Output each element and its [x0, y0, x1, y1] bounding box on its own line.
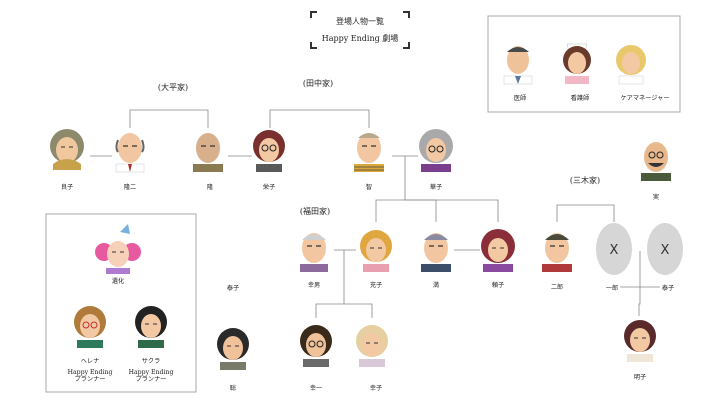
- name-eiko: 栄子: [263, 183, 275, 191]
- care-manager-icon: [616, 45, 646, 84]
- staff-name-care-manager: ケアマネージャー: [620, 95, 669, 102]
- name-yoriko: 頼子: [492, 281, 504, 289]
- name-taiko-right: 泰子: [662, 284, 674, 292]
- panel-sub-helena-1: Happy Ending: [68, 369, 113, 376]
- avatar-mitsuru: [421, 233, 451, 272]
- name-sachiko: 幸子: [370, 384, 382, 392]
- avatar-hanako: [419, 129, 453, 172]
- title-card: 登場人物一覧 Happy Ending 劇場: [311, 12, 409, 48]
- name-satoru: 聡: [230, 384, 236, 392]
- name-mitsuko: 充子: [370, 281, 382, 289]
- name-kouji: 幸男: [308, 281, 320, 289]
- doctor-icon: [504, 46, 532, 84]
- panel-name-sakura: サクラ: [142, 358, 161, 365]
- name-koichi: 幸一: [310, 384, 322, 392]
- name-taiko-left: 泰子: [227, 284, 239, 292]
- placeholder-mark-taiko: X: [661, 243, 670, 258]
- family-label-miki: (三木家): [570, 175, 600, 185]
- panel-sub-helena-2: プランナー: [75, 376, 106, 383]
- sakura-icon: [135, 306, 167, 348]
- avatar-mitsuko: [360, 230, 392, 272]
- avatar-takashi: [193, 133, 223, 172]
- name-akiko: 明子: [634, 374, 646, 381]
- name-hanako: 華子: [430, 183, 442, 191]
- name-yoshiko: 良子: [61, 183, 73, 191]
- avatar-yoriko: [481, 229, 515, 272]
- name-ichiro: 一郎: [606, 284, 618, 292]
- avatar-satoshi: [354, 133, 384, 172]
- staff-name-nurse: 看護師: [571, 94, 590, 102]
- name-satoshi: 智: [366, 183, 372, 191]
- planner-panel: [46, 214, 196, 392]
- nurse-icon: [563, 44, 591, 84]
- avatar-yoshiko: [50, 129, 84, 170]
- panel-sub-sakura-2: プランナー: [136, 376, 167, 383]
- title-line-2: Happy Ending 劇場: [322, 33, 399, 43]
- placeholder-mark-ichiro: X: [610, 243, 619, 258]
- avatar-ryuji: [116, 133, 144, 172]
- family-label-ohira: (大平家): [158, 82, 188, 92]
- avatar-minoru: [641, 142, 671, 181]
- panel-sub-sakura-1: Happy Ending: [129, 369, 174, 376]
- name-mitsuru: 満: [433, 281, 439, 289]
- panel-name-helena: ヘレナ: [81, 358, 100, 365]
- avatar-satoru: [217, 328, 249, 370]
- avatar-jiro: [542, 233, 572, 272]
- name-jiro: 二郎: [551, 283, 563, 291]
- avatar-koichi: [300, 325, 332, 367]
- family-label-fukuda: (福田家): [300, 206, 330, 216]
- placeholder-taiko: X: [647, 223, 683, 275]
- family-label-tanaka: (田中家): [303, 78, 333, 88]
- clown-spirit-icon: [95, 224, 141, 274]
- avatar-kouji: [300, 233, 328, 272]
- staff-name-doctor: 医師: [514, 94, 526, 102]
- avatar-sachiko: [356, 325, 388, 367]
- avatar-akiko: [624, 320, 656, 362]
- placeholder-ichiro: X: [596, 223, 632, 275]
- avatar-eiko: [253, 130, 285, 172]
- name-takashi: 隆: [207, 183, 214, 191]
- name-minoru: 実: [653, 193, 659, 201]
- title-line-1: 登場人物一覧: [336, 16, 384, 26]
- panel-name-clown: 遺化: [112, 277, 124, 285]
- helena-icon: [74, 306, 106, 348]
- name-ryuji: 隆二: [124, 183, 136, 191]
